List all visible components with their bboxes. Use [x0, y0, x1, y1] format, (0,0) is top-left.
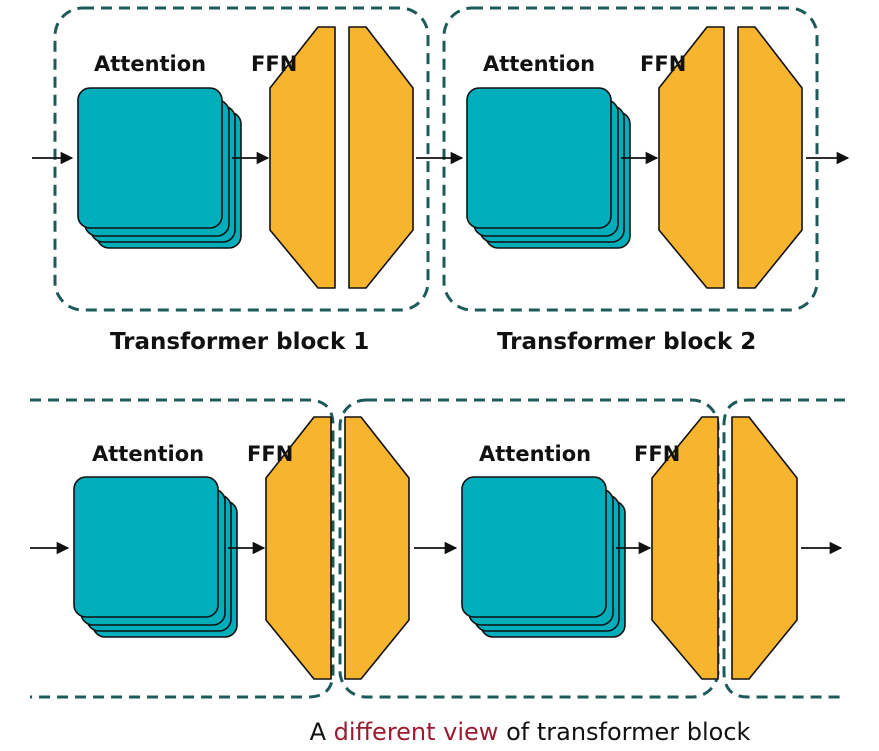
- ffn-1: [269, 26, 414, 289]
- caption-suffix: of transformer block: [498, 718, 750, 746]
- bottom-diagram: Attention FFN Attention FFN A different …: [30, 398, 845, 746]
- top-diagram: Attention FFN Attention FFN Transformer …: [32, 6, 850, 355]
- ffn-label-3: FFN: [247, 442, 293, 466]
- ffn-label-1: FFN: [251, 52, 297, 76]
- attention-label-3: Attention: [92, 442, 204, 466]
- attention-label-2: Attention: [483, 52, 595, 76]
- attention-stack-3: [73, 476, 238, 638]
- block-1-title: Transformer block 1: [110, 329, 369, 355]
- ffn-4: [651, 416, 798, 680]
- attention-stack-4: [461, 476, 626, 638]
- caption-highlight: different view: [334, 718, 499, 746]
- ffn-label-4: FFN: [634, 442, 680, 466]
- transformer-block-1-border: [53, 6, 430, 312]
- ffn-2: [658, 26, 803, 289]
- attention-stack-2: [466, 87, 631, 249]
- attention-label-4: Attention: [479, 442, 591, 466]
- ffn-3: [265, 416, 410, 680]
- transformer-block-2-border: [442, 6, 819, 312]
- attention-label-1: Attention: [94, 52, 206, 76]
- block-2-title: Transformer block 2: [497, 329, 756, 355]
- right-partial-block-border: [722, 398, 845, 699]
- caption-prefix: A: [310, 718, 334, 746]
- caption: A different view of transformer block: [310, 718, 751, 746]
- ffn-label-2: FFN: [640, 52, 686, 76]
- attention-stack-1: [77, 87, 242, 249]
- left-partial-block-border: [30, 398, 335, 699]
